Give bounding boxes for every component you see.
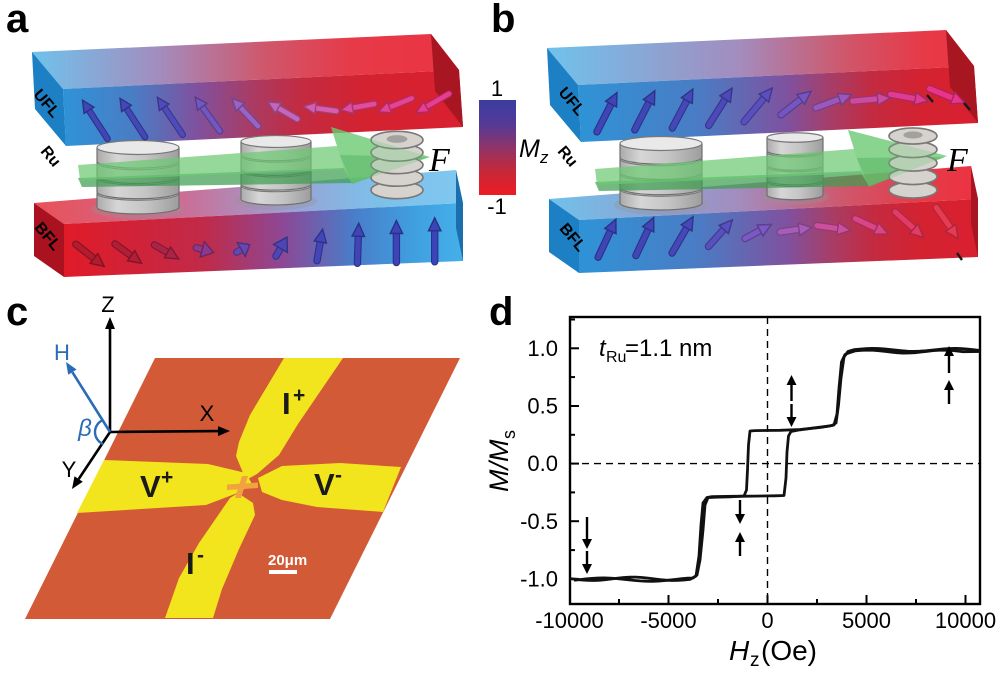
svg-text:c: c (6, 290, 28, 334)
svg-text:M/M: M/M (484, 439, 514, 492)
svg-text:0: 0 (761, 608, 773, 633)
svg-text:-: - (197, 544, 204, 567)
svg-text:-0.5: -0.5 (520, 509, 558, 534)
svg-text:z: z (750, 650, 760, 671)
svg-text:H: H (54, 340, 70, 365)
svg-text:X: X (200, 401, 215, 426)
svg-text:10000: 10000 (935, 608, 996, 633)
svg-text:V: V (140, 469, 161, 504)
svg-text:1: 1 (491, 76, 503, 101)
svg-text:0.0: 0.0 (527, 451, 558, 476)
svg-text:20μm: 20μm (268, 552, 307, 569)
svg-text:F: F (428, 142, 451, 179)
svg-text:I: I (282, 386, 291, 421)
svg-text:+: + (161, 466, 173, 489)
svg-text:V: V (314, 467, 335, 502)
svg-text:=1.1 nm: =1.1 nm (625, 335, 712, 362)
svg-text:-5000: -5000 (640, 608, 696, 633)
svg-text:1.0: 1.0 (527, 336, 558, 361)
svg-text:F: F (946, 142, 969, 179)
svg-text:0.5: 0.5 (527, 394, 558, 419)
svg-text:t: t (599, 335, 607, 362)
svg-text:-10000: -10000 (535, 608, 604, 633)
svg-text:-1: -1 (487, 194, 507, 219)
svg-text:β: β (77, 415, 92, 442)
svg-text:a: a (6, 0, 29, 41)
svg-text:b: b (491, 0, 515, 41)
svg-text:(Oe): (Oe) (761, 635, 817, 666)
svg-text:+: + (293, 384, 305, 407)
svg-text:-1.0: -1.0 (520, 566, 558, 591)
svg-text:5000: 5000 (842, 608, 891, 633)
svg-text:M: M (519, 135, 540, 163)
svg-text:z: z (539, 148, 549, 167)
svg-text:H: H (729, 635, 750, 666)
svg-text:Ru: Ru (606, 349, 626, 366)
svg-text:-: - (335, 464, 342, 487)
svg-text:I: I (186, 546, 195, 581)
svg-text:d: d (489, 290, 513, 334)
svg-text:Z: Z (101, 292, 114, 317)
svg-text:Y: Y (62, 457, 77, 482)
svg-text:s: s (499, 430, 519, 439)
